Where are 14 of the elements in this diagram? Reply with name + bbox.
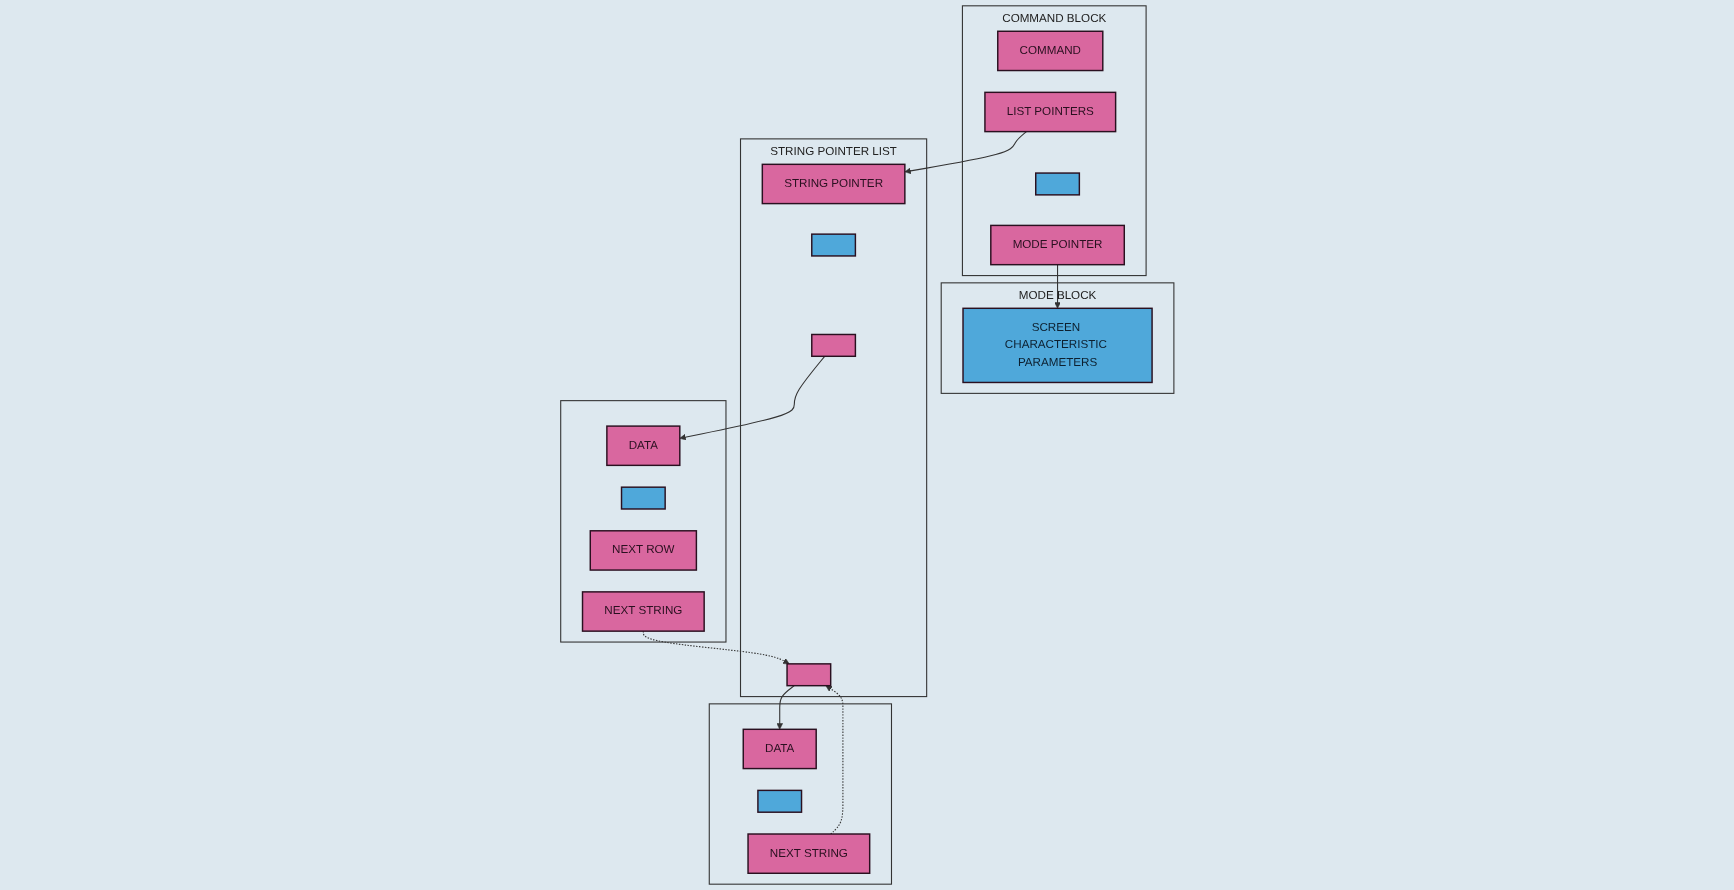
node-box <box>786 663 832 687</box>
cluster <box>559 400 727 643</box>
arrow <box>642 630 790 665</box>
cluster <box>708 703 892 885</box>
arrow <box>776 685 795 730</box>
node-box <box>810 233 856 257</box>
node-box <box>756 789 802 813</box>
node-box <box>620 486 666 510</box>
arrow <box>904 131 1027 175</box>
arrow <box>1054 264 1061 309</box>
arrow <box>679 355 825 441</box>
node-box <box>810 333 856 357</box>
node-box <box>1034 172 1080 196</box>
arrow <box>825 685 844 835</box>
